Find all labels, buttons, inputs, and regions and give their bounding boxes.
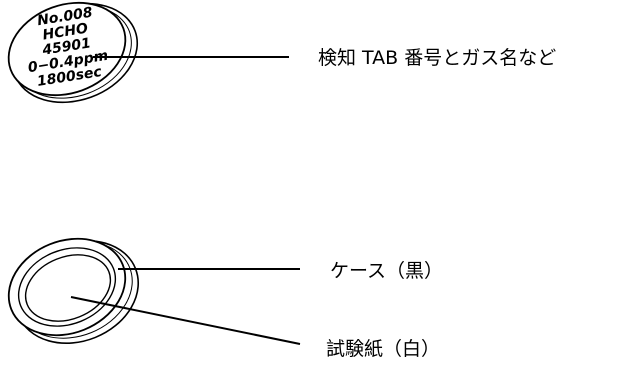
tab-case bbox=[7, 237, 140, 344]
callout-case: ケース（黒） bbox=[330, 260, 443, 282]
labelled-tab: No.008 HCHO 45901 0−0.4ppm 1800sec bbox=[7, 1, 139, 104]
case-face-ring bbox=[17, 247, 117, 327]
test-paper bbox=[24, 254, 112, 322]
tab-label-line-3: 45901 bbox=[40, 35, 92, 59]
tab-label-line-2: HCHO bbox=[42, 21, 90, 44]
tab-face bbox=[7, 1, 127, 97]
callout-test-paper: 試験紙（白） bbox=[326, 338, 440, 360]
callout-tab-info: 検知 TAB 番号とガス名など bbox=[318, 47, 556, 69]
leader-line-test-paper bbox=[70, 296, 301, 345]
